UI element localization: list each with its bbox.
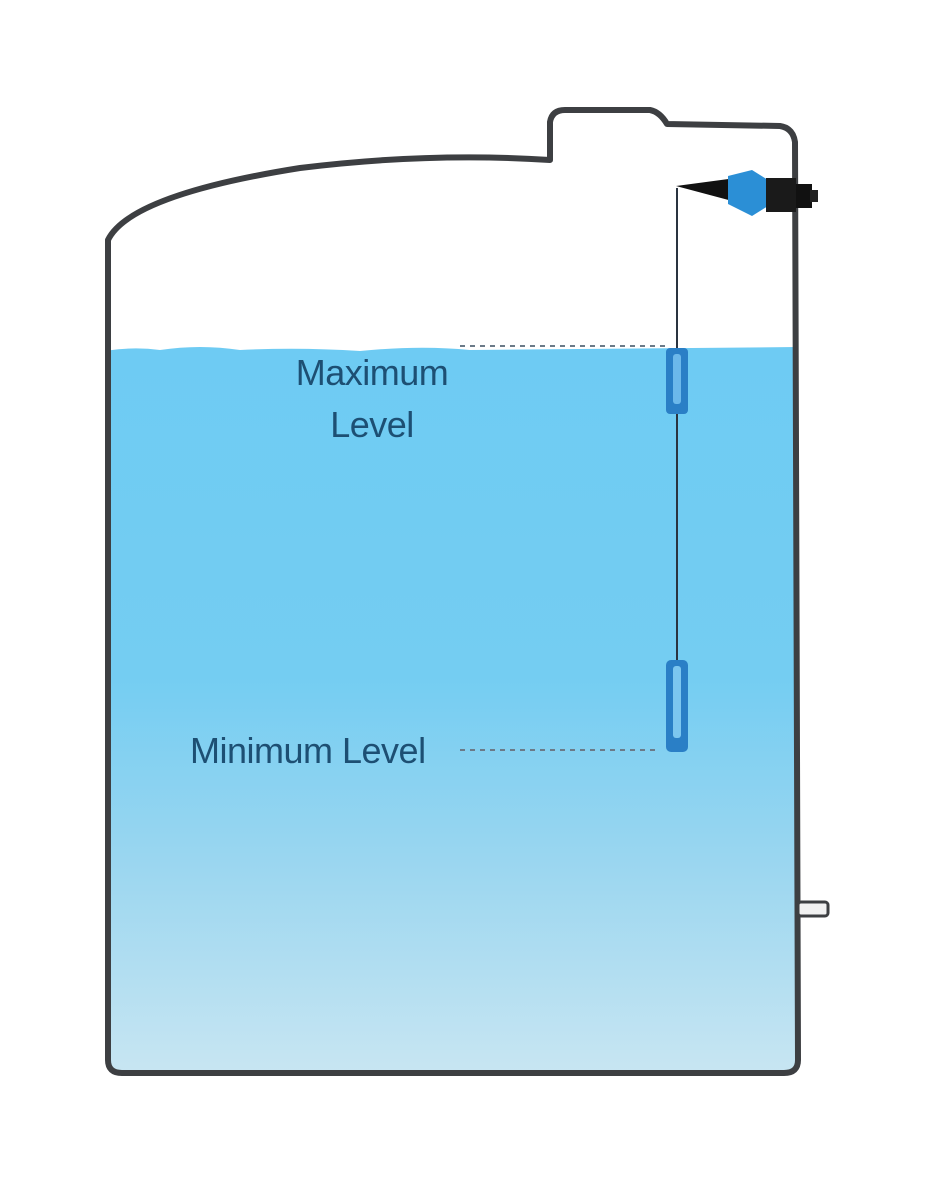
tank-outline	[105, 107, 801, 1076]
float-switch-mount	[676, 170, 818, 216]
lower-float	[666, 660, 688, 752]
outlet-port	[796, 900, 830, 918]
upper-float	[666, 348, 688, 414]
minimum-level-label: Minimum Level	[190, 730, 426, 771]
water-body	[106, 347, 800, 1073]
maximum-level-label-line2: Level	[330, 404, 414, 445]
maximum-level-label: Maximum	[296, 352, 449, 393]
